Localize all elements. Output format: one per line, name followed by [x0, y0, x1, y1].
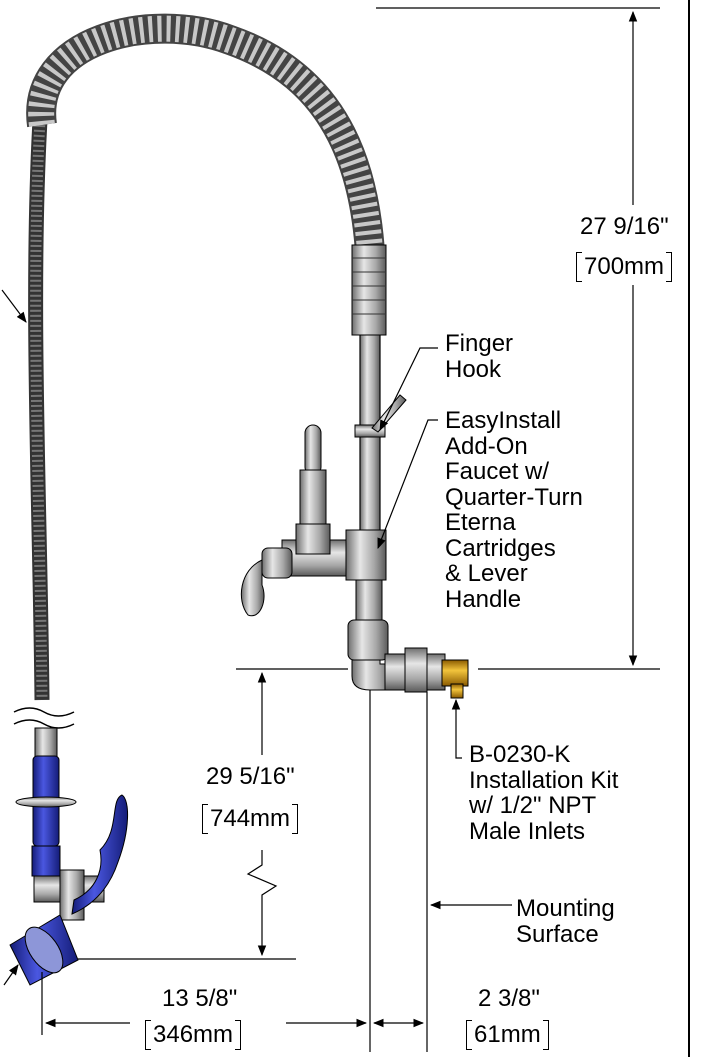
- riser-height-imperial: 27 9/16": [580, 213, 669, 240]
- spray-reach-metric: 346mm: [153, 1021, 234, 1048]
- wall-offset-metric: 61mm: [474, 1021, 541, 1048]
- mounting-surface-label-line: Mounting: [516, 895, 615, 922]
- installation-kit: [384, 647, 469, 699]
- finger-hook-leader: [379, 347, 438, 431]
- spray-reach-metric-box: 346mm: [145, 1020, 242, 1050]
- hose-leader: [1, 289, 27, 323]
- spray-leader: [3, 964, 19, 986]
- faucet-label-line: Quarter-Turn: [445, 483, 583, 511]
- spray-height-metric: 744mm: [210, 805, 291, 832]
- install-kit-label: B-0230-K Installation Kit w/ 1/2" NPT Ma…: [469, 742, 618, 844]
- hose: [28, 119, 50, 701]
- faucet-label-line: & Lever: [445, 560, 528, 587]
- hose-break-line-top: [13, 707, 75, 717]
- mounting-surface-label: Mounting Surface: [516, 896, 615, 947]
- wall-offset-metric-box: 61mm: [466, 1020, 549, 1050]
- finger-hook-label: Finger Hook: [445, 331, 513, 382]
- install-kit-label-line: B-0230-K: [469, 741, 571, 768]
- faucet-label-line: Faucet w/: [445, 458, 550, 485]
- faucet-label: EasyInstall Add-On Faucet w/ Quarter-Tur…: [445, 408, 583, 612]
- spring-collar: [351, 244, 387, 336]
- hose-break-line-bottom: [13, 719, 75, 729]
- spring-coil: [26, 13, 387, 331]
- faucet-label-line: Add-On: [445, 432, 528, 460]
- finger-hook-label-line: Finger: [445, 330, 514, 357]
- faucet-label-line: EasyInstall: [445, 407, 562, 434]
- finger-hook-label-line: Hook: [445, 355, 502, 383]
- riser-height-metric-box: 700mm: [576, 252, 673, 282]
- install-kit-label-line: w/ 1/2" NPT: [469, 792, 597, 819]
- spray-height-imperial: 29 5/16": [206, 763, 295, 790]
- riser-height-metric: 700mm: [584, 253, 665, 280]
- add-on-faucet: [240, 424, 387, 617]
- spray-valve: [9, 727, 129, 986]
- install-kit-leader: [451, 698, 462, 759]
- faucet-label-line: Cartridges: [445, 534, 556, 562]
- faucet-leader: [377, 419, 438, 550]
- spray-height-metric-box: 744mm: [202, 804, 299, 834]
- faucet-label-line: Eterna: [445, 509, 516, 536]
- spray-reach-imperial: 13 5/8": [162, 985, 238, 1012]
- wall-offset-imperial: 2 3/8": [478, 985, 540, 1012]
- faucet-label-line: Handle: [445, 585, 522, 613]
- install-kit-label-line: Male Inlets: [469, 817, 586, 845]
- install-kit-label-line: Installation Kit: [469, 766, 619, 794]
- spray-height-dim-line-lower: [246, 850, 278, 957]
- faucet-shank: [355, 579, 383, 621]
- elbow-nut: [347, 619, 389, 661]
- mounting-surface-label-line: Surface: [516, 920, 599, 948]
